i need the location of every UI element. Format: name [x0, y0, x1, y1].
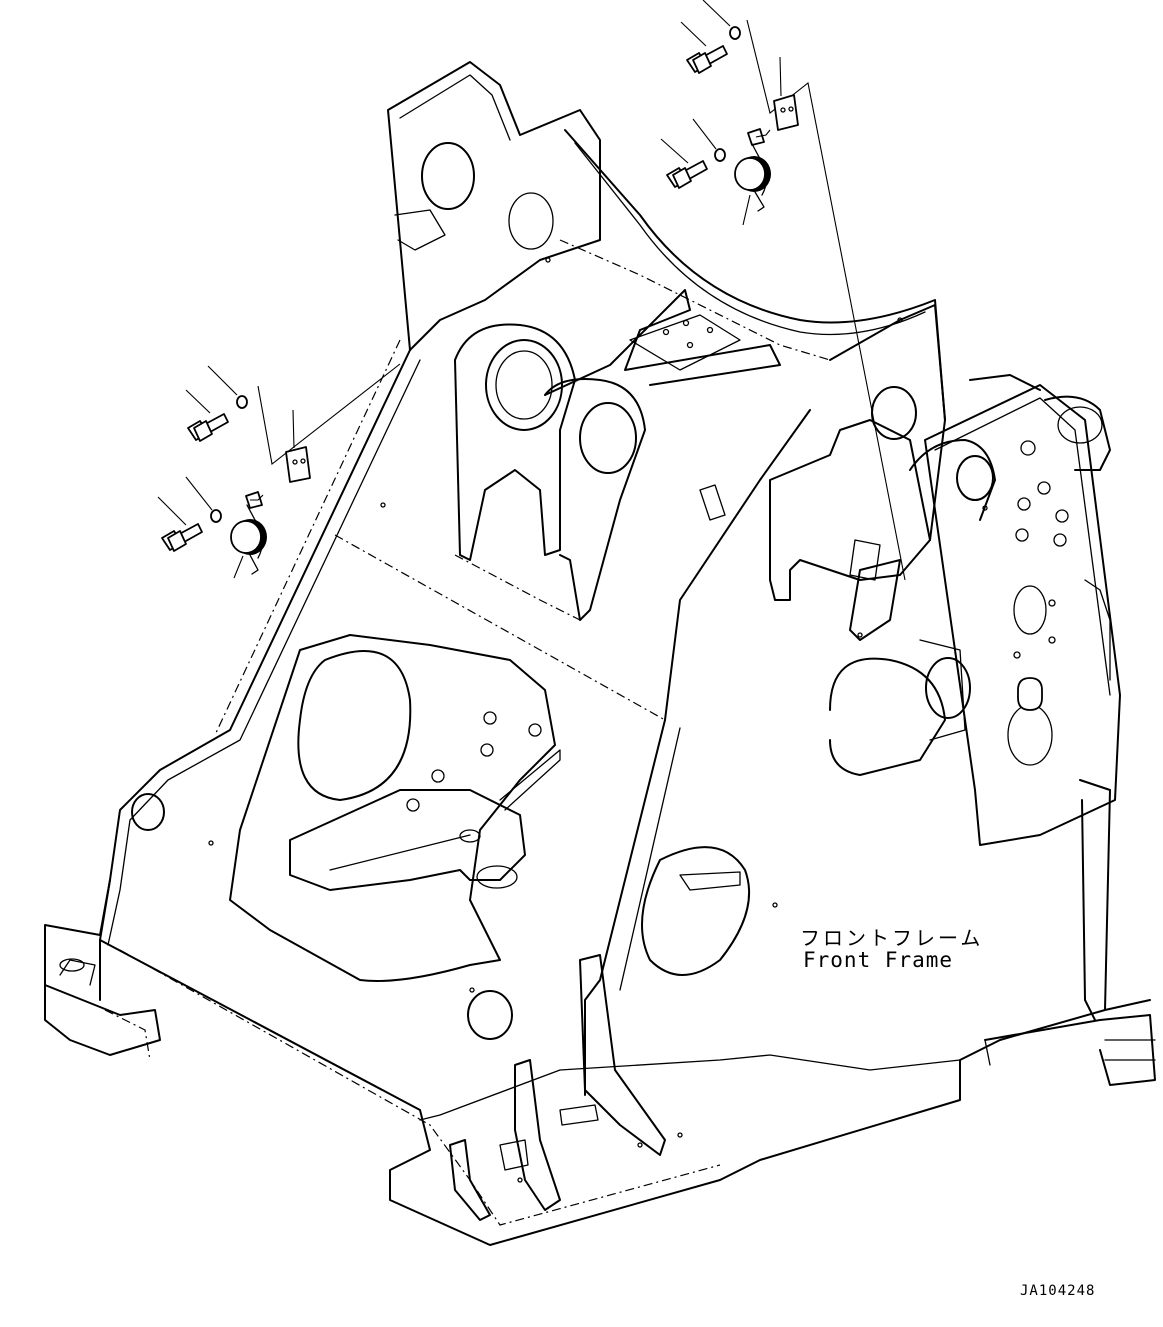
- plate-icon: [285, 446, 311, 483]
- drawing-id: JA104248: [1020, 1283, 1096, 1299]
- sensor-icon: [230, 491, 267, 575]
- bolt-icon: [161, 523, 203, 552]
- washer-icon: [714, 148, 726, 162]
- left-part-assembly: [157, 363, 401, 579]
- part-name-jp: フロントフレーム: [800, 926, 984, 950]
- washer-icon: [236, 395, 248, 409]
- part-name-en: Front Frame: [803, 948, 954, 972]
- plate-icon: [773, 94, 799, 131]
- frame-outline: [44, 61, 1156, 1246]
- sensor-icon: [734, 128, 771, 212]
- bolt-icon: [187, 413, 229, 442]
- bolt-icon: [666, 160, 708, 189]
- washer-icon: [729, 26, 741, 40]
- right-part-assembly: [660, 0, 906, 581]
- washer-icon: [210, 509, 222, 523]
- bolt-icon: [686, 45, 728, 74]
